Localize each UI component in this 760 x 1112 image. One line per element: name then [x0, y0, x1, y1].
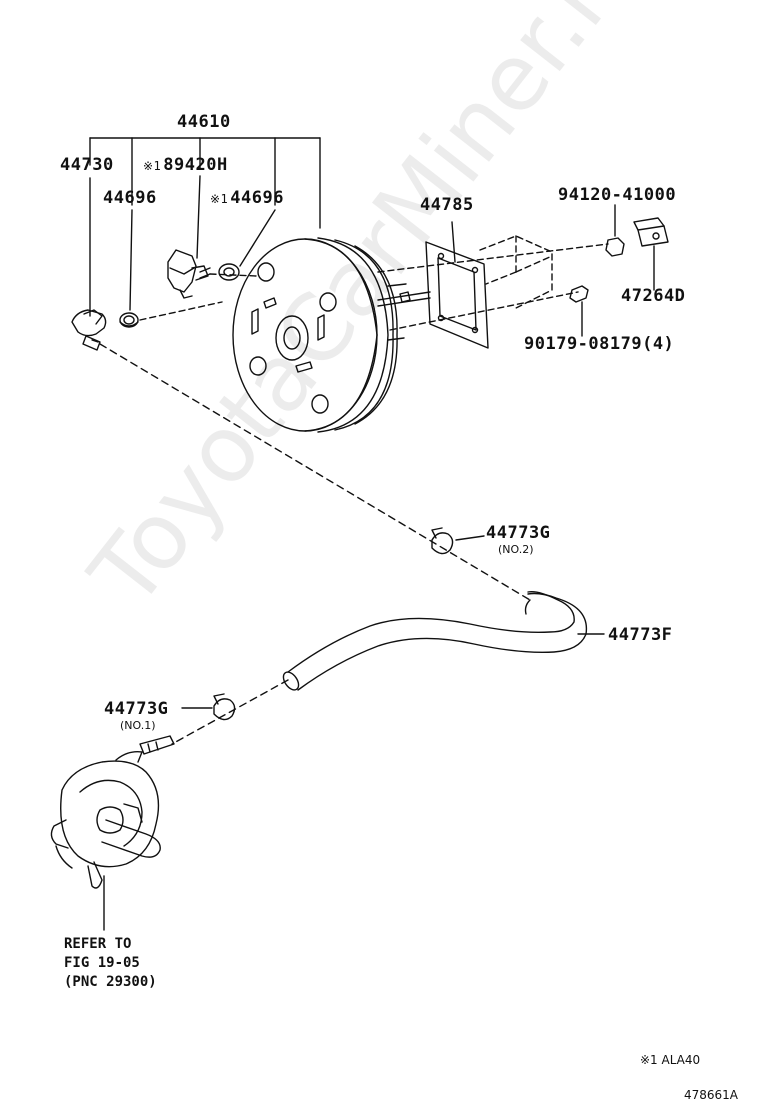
brake-booster-body [232, 237, 431, 433]
nut-upper-part [605, 204, 625, 257]
figure-code: 478661A [684, 1088, 739, 1102]
label-44773f[interactable]: 44773F [608, 625, 673, 645]
label-44730[interactable]: 44730 [60, 155, 114, 175]
pump-line-dashed [171, 679, 289, 745]
label-44785[interactable]: 44785 [420, 195, 474, 215]
clip-no2-part [431, 527, 485, 555]
label-44773g-no2[interactable]: 44773G [486, 523, 551, 543]
note-marker: ※1 [143, 159, 162, 173]
label-90179-08179[interactable]: 90179-08179(4) [524, 334, 675, 354]
grommet-right [218, 263, 240, 281]
refer-note[interactable]: REFER TO FIG 19-05 (PNC 29300) [64, 935, 157, 992]
label-44773g-no1[interactable]: 44773G [104, 699, 169, 719]
label-44610[interactable]: 44610 [177, 112, 231, 132]
alignment-box [139, 235, 609, 331]
clip-no1-part [181, 693, 236, 721]
pressure-sensor-part [167, 249, 211, 299]
vacuum-pump-part [50, 735, 175, 931]
label-44696-right-text: 44696 [230, 188, 284, 208]
footnote: ※1 ALA40 [640, 1053, 701, 1067]
gasket-part [425, 221, 489, 349]
label-no1: (NO.1) [120, 719, 156, 732]
note-marker: ※1 [210, 192, 229, 206]
hose-part [282, 590, 605, 691]
booster-bracket-lines [89, 137, 321, 317]
label-44696-left[interactable]: 44696 [103, 188, 157, 208]
vacuum-line-dashed [99, 343, 531, 601]
label-no2: (NO.2) [498, 543, 534, 556]
refer-line-3: (PNC 29300) [64, 974, 157, 990]
label-89420h-text: 89420H [163, 155, 228, 175]
refer-line-1: REFER TO [64, 936, 132, 952]
label-94120-41000[interactable]: 94120-41000 [558, 185, 677, 205]
nut-lower-part [569, 285, 589, 337]
clevis-part [633, 217, 669, 291]
refer-line-2: FIG 19-05 [64, 955, 140, 971]
grommet-left [119, 312, 139, 328]
check-valve [71, 309, 107, 351]
label-47264d[interactable]: 47264D [621, 286, 686, 306]
